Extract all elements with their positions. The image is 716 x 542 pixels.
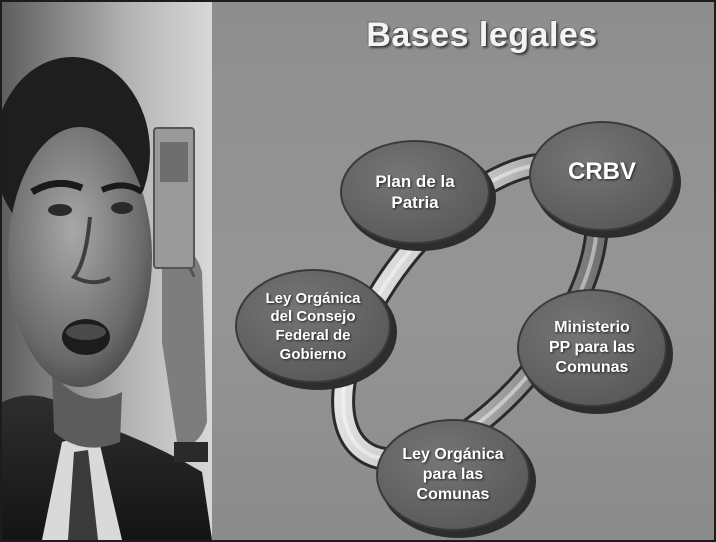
node-ley-consejo-label: Ley Orgánica del Consejo Federal de Gobi… (265, 289, 361, 363)
node-ministerio-shape (517, 289, 673, 414)
node-ministerio-label: Ministerio PP para las Comunas (549, 319, 635, 376)
node-ley-consejo-shape (235, 269, 397, 390)
node-ley-comunas-label: Ley Orgánica para las Comunas (402, 446, 504, 503)
node-ley-comunas-shape (376, 419, 536, 538)
slide-title: Bases legales (366, 16, 598, 54)
node-crbv-label: CRBV (567, 158, 636, 185)
node-crbv-shape (529, 121, 681, 238)
node-plan-shape (340, 140, 496, 251)
node-plan-label: Plan de la Patria (375, 171, 455, 212)
portrait-photo (2, 2, 212, 540)
